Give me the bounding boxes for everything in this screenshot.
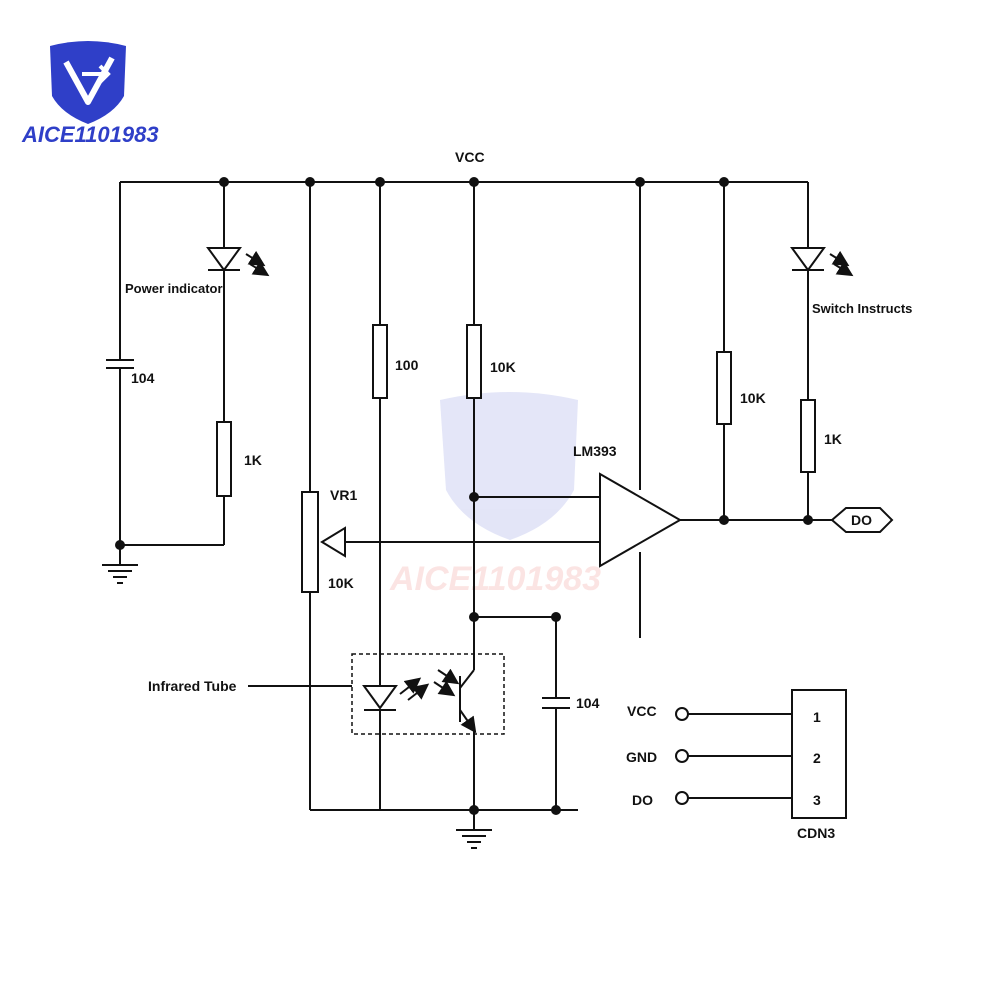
- ground-icon: [456, 829, 492, 849]
- connector-name-label: CDN3: [797, 825, 835, 841]
- do-output-tag: [830, 507, 894, 533]
- phototransistor-icon: [433, 668, 477, 734]
- ground-icon: [102, 564, 138, 584]
- wires: [119, 181, 832, 830]
- pin-terminal-vcc: [675, 707, 689, 721]
- pin-terminal-do: [675, 791, 689, 805]
- resistor-10k-mid: [466, 324, 482, 399]
- res-1k-right-label: 1K: [824, 431, 842, 447]
- vr-name-label: VR1: [330, 487, 357, 503]
- pin-name-gnd: GND: [626, 749, 657, 765]
- cap-left-label: 104: [131, 370, 155, 386]
- wiper-arrow-icon: [320, 526, 346, 558]
- vcc-rail-label: VCC: [455, 149, 485, 165]
- shield-arrow-logo-icon: [50, 41, 126, 124]
- res-100-label: 100: [395, 357, 419, 373]
- res-10k-mid-label: 10K: [490, 359, 516, 375]
- cap-right-label: 104: [576, 695, 600, 711]
- comparator-label: LM393: [573, 443, 617, 459]
- pin-number-2: 2: [813, 750, 821, 766]
- pin-terminal-gnd: [675, 749, 689, 763]
- switch-led-icon: [790, 247, 854, 277]
- vr-value-label: 10K: [328, 575, 354, 591]
- potentiometer-vr1: [301, 491, 319, 593]
- resistor-power-led: [216, 421, 232, 497]
- ir-led-icon: [362, 677, 430, 711]
- resistor-100: [372, 324, 388, 399]
- infrared-tube-label: Infrared Tube: [148, 678, 237, 694]
- comparator-lm393: [599, 472, 683, 568]
- resistor-1k-right: [800, 399, 816, 473]
- infrared-tube-box: [351, 653, 505, 735]
- watermark-name: AICE1101983: [389, 560, 601, 598]
- brand-logo: AICE1101983: [21, 41, 159, 147]
- res-power-led-label: 1K: [244, 452, 262, 468]
- do-tag-label: DO: [851, 512, 872, 528]
- pin-name-vcc: VCC: [627, 703, 657, 719]
- watermark: AICE1101983: [389, 392, 601, 598]
- pin-number-3: 3: [813, 792, 821, 808]
- capacitor-right: [542, 697, 570, 709]
- resistor-10k-right: [716, 351, 732, 425]
- pin-name-do: DO: [632, 792, 653, 808]
- brand-name: AICE1101983: [21, 122, 159, 147]
- res-10k-right-label: 10K: [740, 390, 766, 406]
- switch-instructs-label: Switch Instructs: [812, 301, 912, 316]
- connector-cdn3: [791, 689, 847, 819]
- junctions: [115, 177, 813, 815]
- pin-number-1: 1: [813, 709, 821, 725]
- capacitor-left: [106, 359, 134, 369]
- power-indicator-label: Power indicator: [125, 281, 223, 296]
- power-led-icon: [206, 247, 270, 277]
